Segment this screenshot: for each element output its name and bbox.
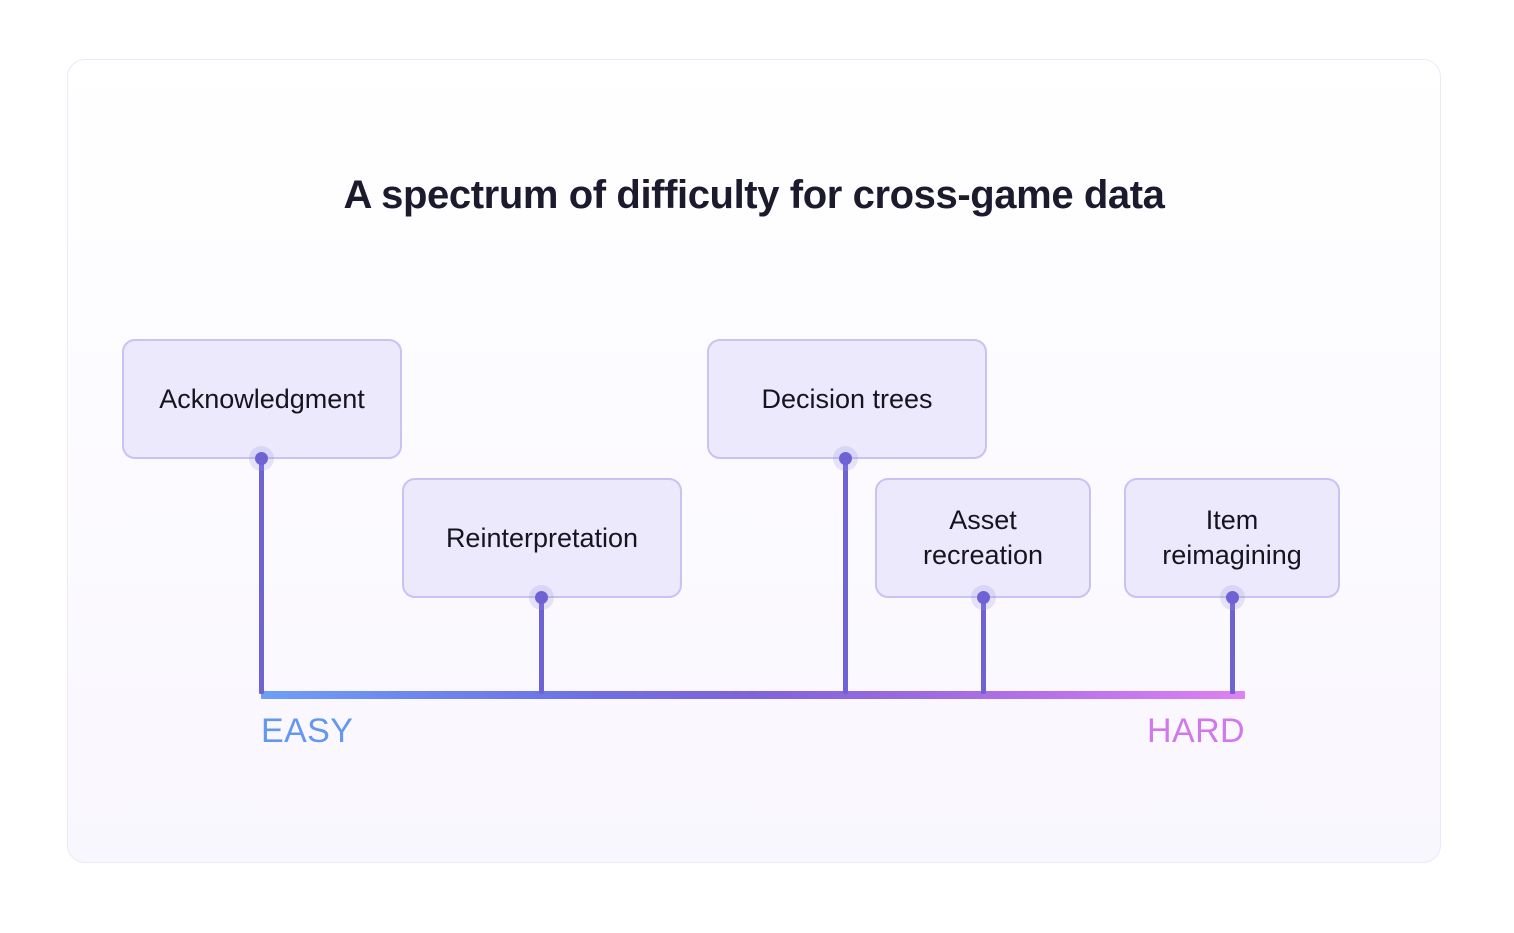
item-box-asset-recreation[interactable]: Asset recreation	[875, 478, 1091, 598]
item-label: Item reimagining	[1162, 505, 1302, 570]
connector-line-item-reimagining	[1230, 597, 1235, 694]
item-box-item-reimagining[interactable]: Item reimagining	[1124, 478, 1340, 598]
connector-line-reinterpretation	[539, 597, 544, 694]
item-label: Decision trees	[761, 383, 933, 414]
item-box-decision-trees[interactable]: Decision trees	[707, 339, 987, 459]
item-label: Acknowledgment	[159, 383, 365, 414]
spectrum-stage: EASY HARD Acknowledgment Reinterpretatio…	[68, 60, 1442, 864]
diagram-card: A spectrum of difficulty for cross-game …	[67, 59, 1441, 863]
axis-label-hard: HARD	[1147, 712, 1245, 750]
connector-line-acknowledgment	[259, 458, 264, 694]
item-box-acknowledgment[interactable]: Acknowledgment	[122, 339, 402, 459]
axis-label-easy: EASY	[261, 712, 354, 750]
difficulty-gradient-bar	[261, 691, 1245, 699]
item-box-reinterpretation[interactable]: Reinterpretation	[402, 478, 682, 598]
node-dot-item-reimagining	[1226, 591, 1239, 604]
item-label: Asset recreation	[922, 505, 1044, 570]
node-dot-decision-trees	[839, 452, 852, 465]
page-title: A spectrum of difficulty for cross-game …	[343, 173, 1165, 217]
connector-line-asset-recreation	[981, 597, 986, 694]
item-label: Reinterpretation	[445, 522, 639, 553]
node-dot-asset-recreation	[977, 591, 990, 604]
node-dot-acknowledgment	[255, 452, 268, 465]
connector-line-decision-trees	[843, 458, 848, 694]
node-dot-reinterpretation	[535, 591, 548, 604]
